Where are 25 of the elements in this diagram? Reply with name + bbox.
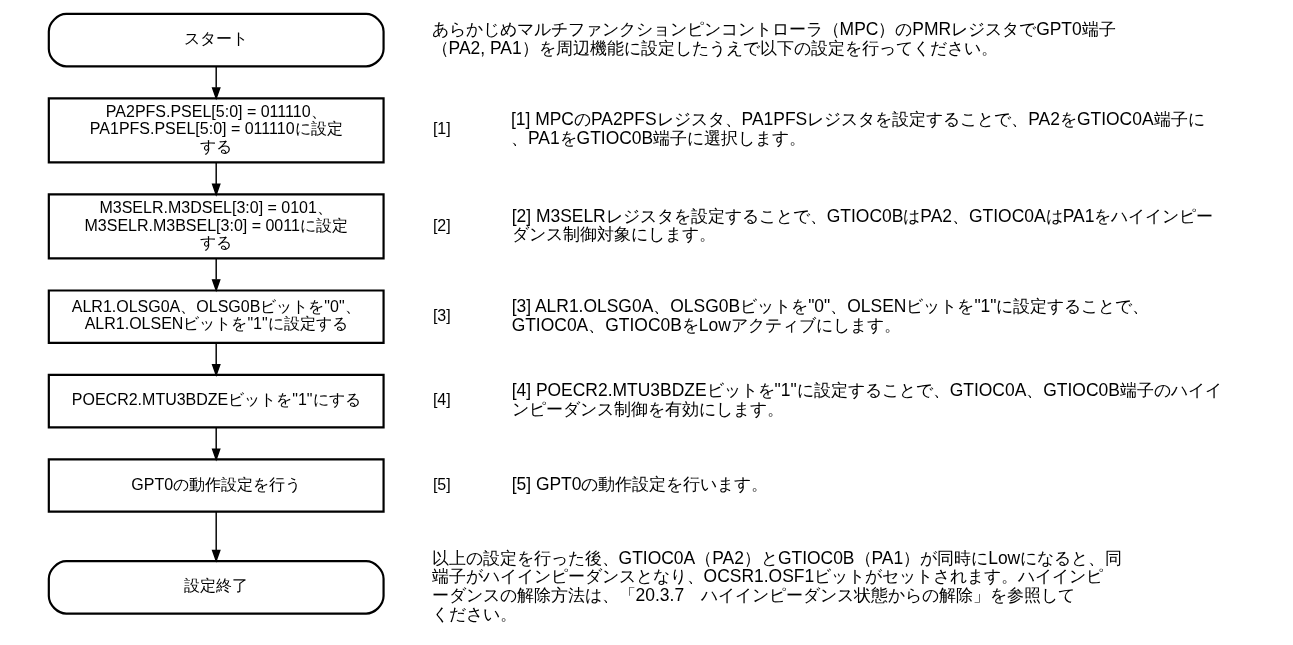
node-label: [5] xyxy=(432,475,451,493)
node-label: [2] xyxy=(432,216,451,234)
node-box: ALR1.OLSG0A、OLSG0Bビットを"0"、ALR1.OLSENビットを"1"に設定する xyxy=(47,289,385,344)
node-box: POECR2.MTU3BDZEビットを"1"にする xyxy=(47,373,385,429)
node-label: [3] xyxy=(432,306,451,324)
arrow xyxy=(211,258,221,293)
node-box: PA2PFS.PSEL[5:0] = 011110、PA1PFS.PSEL[5:0] = 011110に設定する xyxy=(47,97,385,164)
arrow xyxy=(211,511,221,563)
node-label: [4] xyxy=(432,391,451,409)
arrow xyxy=(211,162,221,197)
node-box: M3SELR.M3DSEL[3:0] = 0101、M3SELR.M3BSEL[3:0] = 0011に設定する xyxy=(47,193,385,260)
node-label: [1] xyxy=(432,120,451,138)
node-box: 設定終了 xyxy=(47,560,385,615)
label: [3] ALR1.OLSG0A、OLSG0Bビットを"0"、OLSENビットを"1"に設定することで、GTIOC0A、GTIOC0BをLowアクティブにします。 xyxy=(511,295,1150,335)
label: [4] POECR2.MTU3BDZEビットを"1"に設定することで、GTIOC0A、GTIOC0B端子のハイインピーダンス制御を有効にします。 xyxy=(511,380,1222,420)
node-box: GPT0の動作設定を行う xyxy=(47,458,385,513)
label: [2] M3SELRレジスタを設定することで、GTIOC0BはPA2、GTIOC0AはPA1をハイインピーダンス制御対象にします。 xyxy=(511,205,1213,245)
arrow xyxy=(211,342,221,378)
label: あらかじめマルチファンクションピンコントローラ（MPC）のPMRレジスタでGPT0端子（PA2, PA1）を周辺機能に設定したうえで以下の設定を行ってください。 xyxy=(431,19,1116,59)
label: [1] MPCのPA2PFSレジスタ、PA1PFSレジスタを設定することで、PA2をGTIOC0A端子に、PA1をGTIOC0B端子に選択します。 xyxy=(510,109,1205,149)
arrow xyxy=(211,426,221,462)
arrow xyxy=(211,65,221,101)
label: 以上の設定を行った後、GTIOC0A（PA2）とGTIOC0B（PA1）が同時にLowになると、同端子がハイインピーダンスとなり、OCSR1.OSF1ビットがセットされます。ハイインピーダンスの解除方法は、「20.3.7 ハイインピーダンス状態からの解除」を参照してください。 xyxy=(431,547,1122,625)
label: [5] GPT0の動作設定を行います。 xyxy=(511,474,768,495)
node-box: スタート xyxy=(47,12,385,68)
